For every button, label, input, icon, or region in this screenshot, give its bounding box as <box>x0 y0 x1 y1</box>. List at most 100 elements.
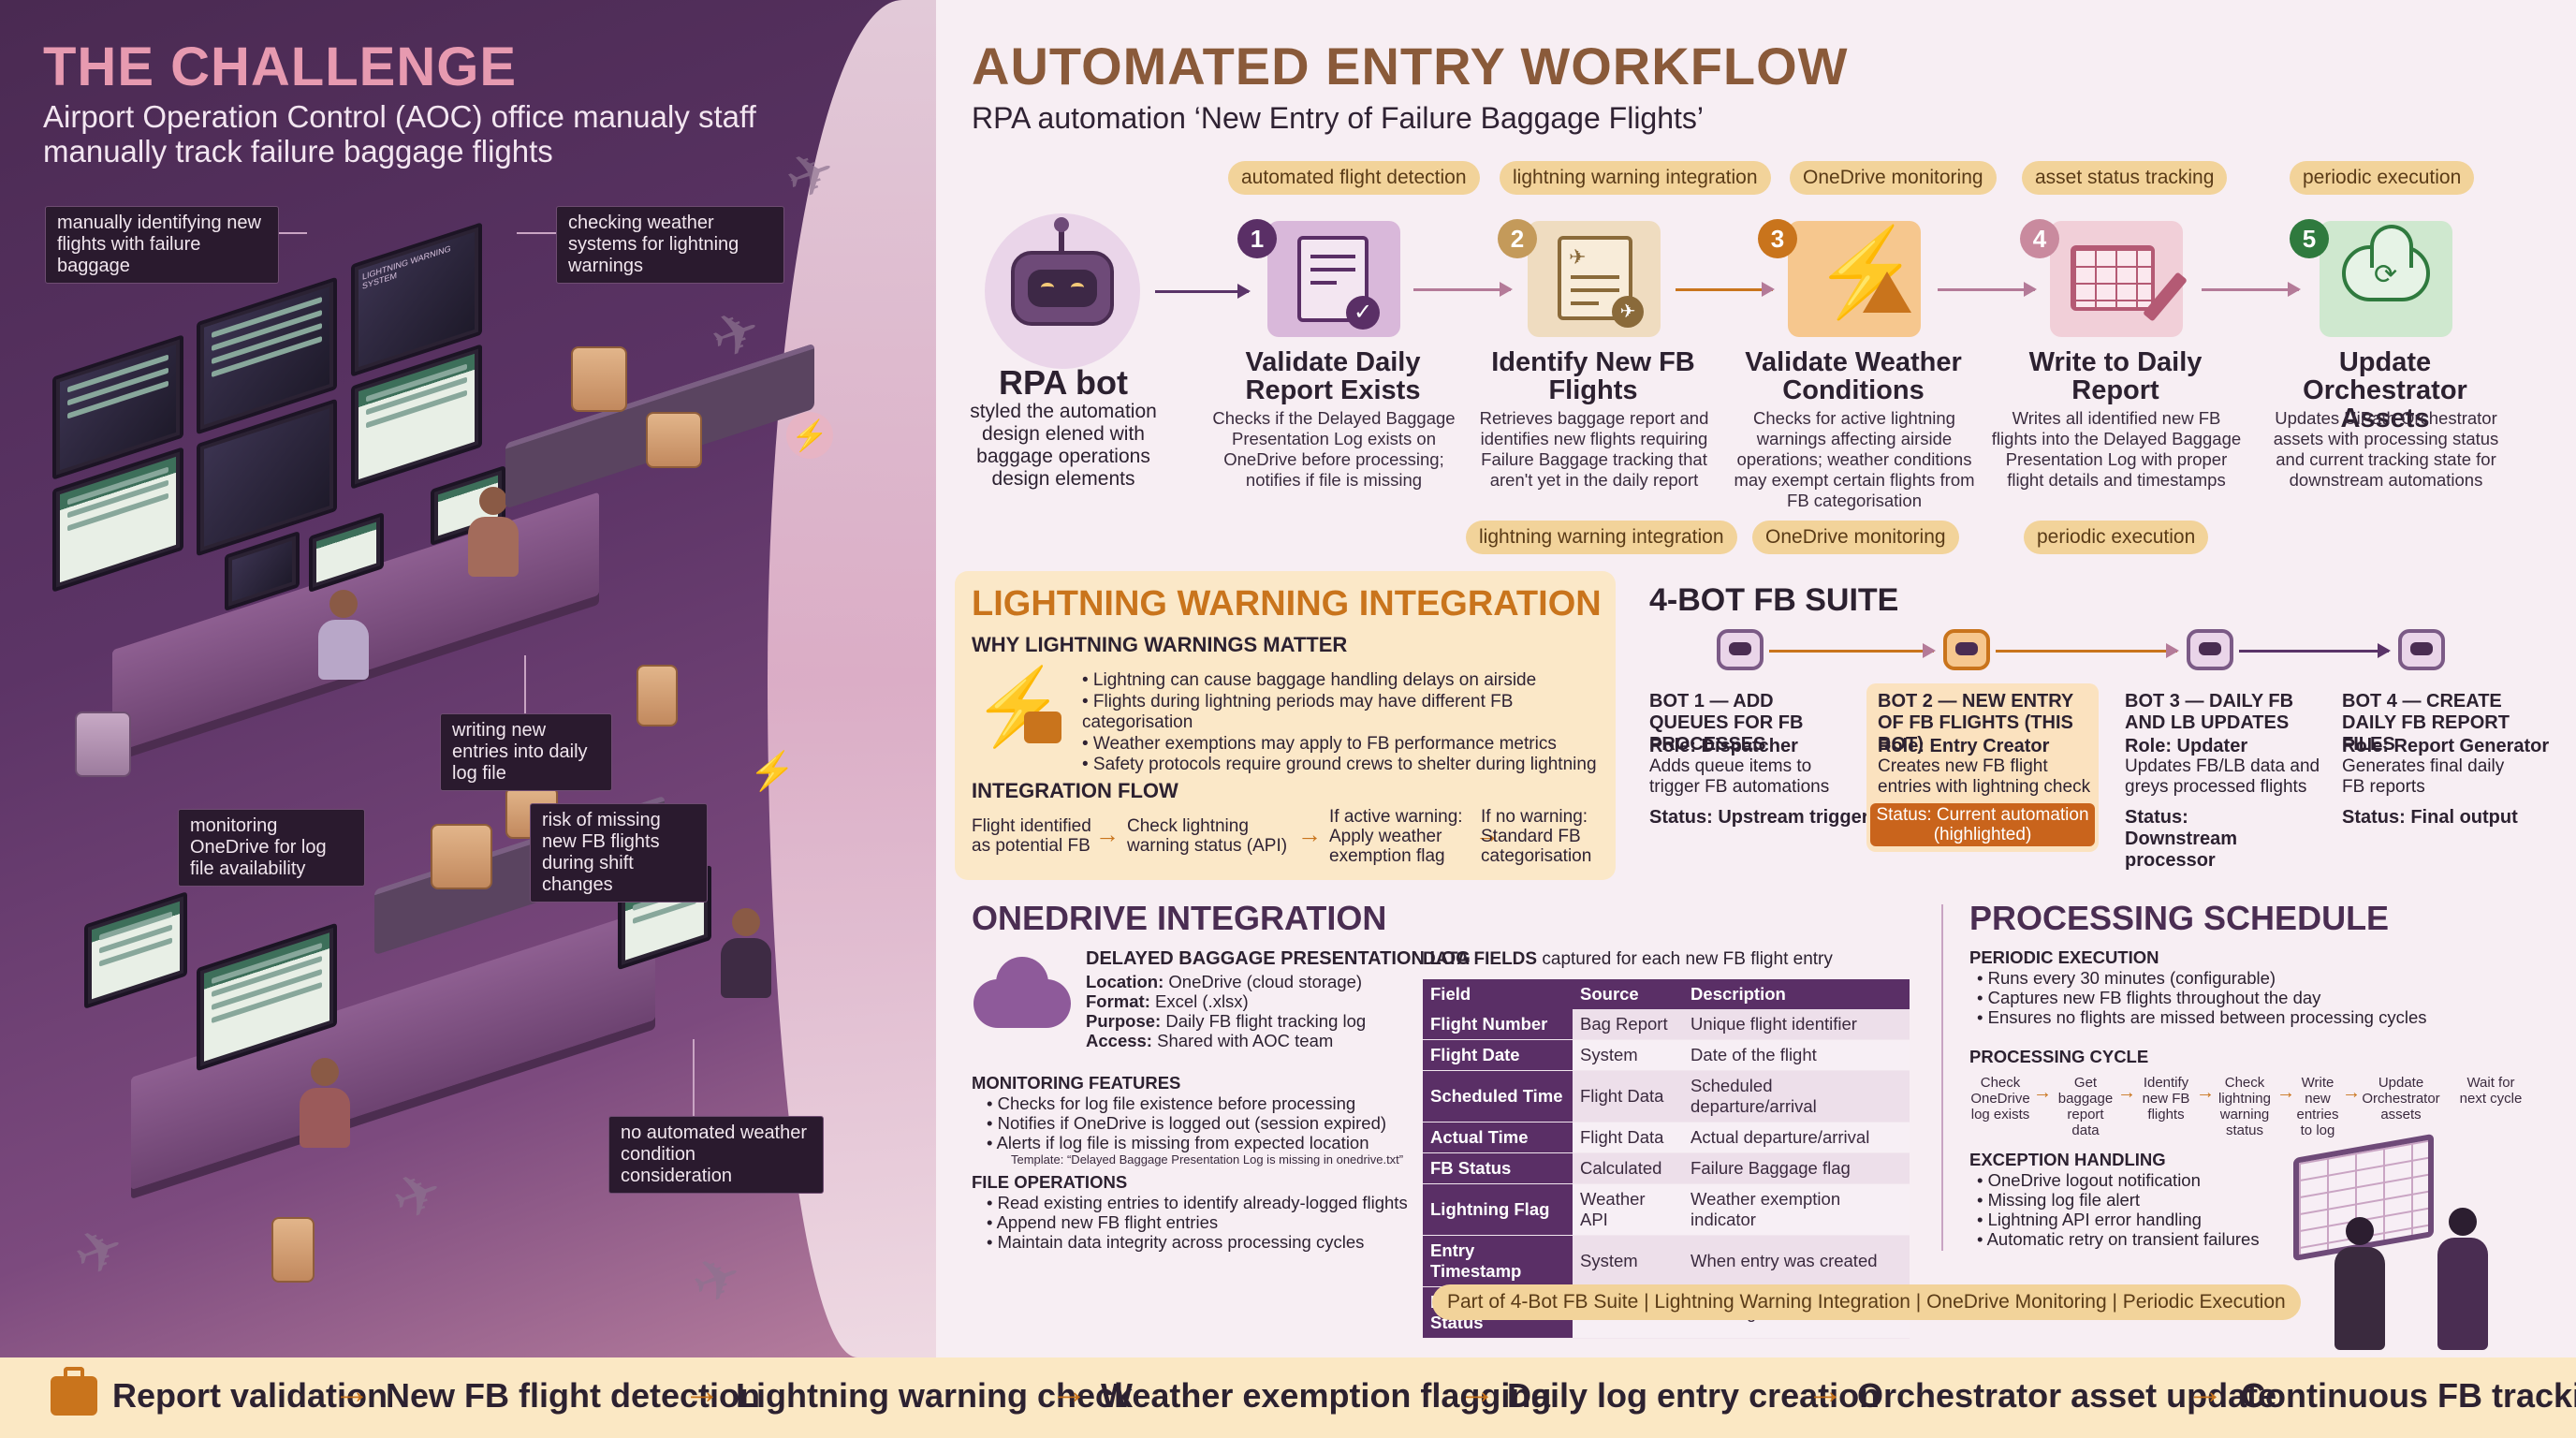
flow-step: Flight identified as potential FB <box>972 816 1091 856</box>
step3-title: Validate Weather Conditions <box>1745 347 1962 405</box>
file-op-item: • Append new FB flight entries <box>987 1212 1219 1232</box>
periodic-list: • Runs every 30 minutes (configurable) •… <box>1977 968 2539 1027</box>
bot2-icon <box>1943 629 1990 670</box>
periodic-title: PERIODIC EXECUTION <box>1969 947 2159 967</box>
step4-number: 4 <box>2020 219 2059 258</box>
challenge-title: THE CHALLENGE <box>43 37 517 97</box>
bot1-name: BOT 1 — ADD QUEUES FOR FB PROCESSES <box>1649 691 1804 755</box>
cycle-title: PROCESSING CYCLE <box>1969 1047 2149 1066</box>
source-cell: Calculated <box>1573 1152 1684 1184</box>
bot4-status: Status: Final output <box>2342 807 2518 828</box>
bot4-name: BOT 4 — CREATE DAILY FB REPORT FILES <box>2342 691 2510 755</box>
callout-writing-entries: writing new entries into daily log file <box>440 713 612 791</box>
callout-manual-identify: manually identifying new flights with fa… <box>45 206 279 284</box>
flow-arrow <box>1938 282 2037 297</box>
field-cell: Flight Date <box>1423 1039 1573 1071</box>
step3-number: 3 <box>1758 219 1797 258</box>
description-cell: Unique flight identifier <box>1683 1009 1910 1040</box>
cycle-step: Update Orchestrator assets <box>2362 1075 2440 1123</box>
operator-person <box>721 908 771 998</box>
log-key: Purpose: <box>1086 1011 1162 1031</box>
strip-arrow: → <box>1050 1371 1088 1412</box>
log-value: OneDrive (cloud storage) <box>1164 972 1363 991</box>
strip-item: New FB flight detection <box>386 1376 760 1415</box>
step2-number: 2 <box>1498 219 1537 258</box>
cycle-step: Identify new FB flights <box>2142 1075 2190 1123</box>
bot2-status-badge: Status: Current automation (highlighted) <box>1870 803 2095 846</box>
step2-title: Identify New FB Flights <box>1491 347 1695 405</box>
cycle-arrow: → <box>2196 1082 2215 1103</box>
strip-arrow: → <box>2187 1371 2224 1412</box>
why-item: • Lightning can cause baggage handling d… <box>1082 670 1537 690</box>
luggage-icon <box>637 665 678 726</box>
file-op-item: • Read existing entries to identify alre… <box>987 1193 1408 1212</box>
why-title: WHY LIGHTNING WARNINGS MATTER <box>972 633 1348 656</box>
flow-arrow: → <box>1095 820 1120 848</box>
field-cell: Actual Time <box>1423 1122 1573 1153</box>
cycle-step: Check lightning warning status <box>2218 1075 2271 1138</box>
file-ops-title: FILE OPERATIONS <box>972 1172 1128 1192</box>
cycle-arrow: → <box>2276 1082 2295 1103</box>
bot2-desc: Creates new FB flight entries with light… <box>1878 756 2091 797</box>
lightning-icon: ⚡ <box>786 412 833 459</box>
table-header: Source <box>1573 979 1684 1009</box>
why-list: • Lightning can cause baggage handling d… <box>1082 670 1616 776</box>
lightning-integration-panel: LIGHTNING WARNING INTEGRATION WHY LIGHTN… <box>955 571 1616 880</box>
strip-item: Lightning warning check <box>736 1376 1134 1415</box>
bot2-name: BOT 2 — NEW ENTRY OF FB FLIGHTS (THIS BO… <box>1878 691 2073 755</box>
callout-no-weather: no automated weather condition considera… <box>608 1116 824 1194</box>
periodic-item: • Runs every 30 minutes (configurable) <box>1977 968 2276 988</box>
description-cell: Weather exemption indicator <box>1683 1183 1910 1236</box>
flow-arrow <box>2202 282 2301 297</box>
description-cell: Date of the flight <box>1683 1039 1910 1071</box>
tag-lightning: lightning warning integration <box>1500 161 1771 195</box>
flow-step: If active warning: Apply weather exempti… <box>1329 807 1463 866</box>
periodic-item: • Captures new FB flights throughout the… <box>1977 988 2321 1007</box>
log-key: Location: <box>1086 972 1164 991</box>
luggage-icon <box>571 346 627 412</box>
tag-asset-tracking: asset status tracking <box>2022 161 2228 195</box>
suite-footer-tag: Part of 4-Bot FB Suite | Lightning Warni… <box>1432 1284 2301 1320</box>
suite-arrow <box>2239 643 2391 658</box>
source-cell: Flight Data <box>1573 1122 1684 1153</box>
field-cell: FB Status <box>1423 1152 1573 1184</box>
description-cell: Failure Baggage flag <box>1683 1152 1910 1184</box>
fields-title: DATA FIELDS <box>1423 949 1538 969</box>
exception-item: • Automatic retry on transient failures <box>1977 1229 2260 1249</box>
exception-title: EXCEPTION HANDLING <box>1969 1150 2166 1169</box>
periodic-item: • Ensures no flights are missed between … <box>1977 1007 2427 1027</box>
flow-step: If no warning: Standard FB categorisatio… <box>1481 807 1592 866</box>
log-details: Location: OneDrive (cloud storage) Forma… <box>1086 972 1366 1050</box>
bot3-desc: Updates FB/LB data and greys processed f… <box>2125 756 2320 797</box>
cycle-step: Write new entries to log <box>2296 1075 2339 1138</box>
operator-person <box>318 590 369 680</box>
callout-line <box>693 1039 695 1116</box>
luggage-icon <box>646 412 702 468</box>
bot2-card: BOT 2 — NEW ENTRY OF FB FLIGHTS (THIS BO… <box>1866 683 2099 852</box>
why-item: • Flights during lightning periods may h… <box>1082 691 1514 733</box>
callout-line <box>517 232 556 234</box>
bot3-status: Status: Downstream processor <box>2125 807 2238 871</box>
workflow-title: AUTOMATED ENTRY WORKFLOW <box>972 37 1849 95</box>
tag-onedrive: OneDrive monitoring <box>1790 161 1997 195</box>
file-op-item: • Maintain data integrity across process… <box>987 1232 1365 1252</box>
strip-arrow: → <box>333 1371 371 1412</box>
luggage-icon <box>75 712 131 777</box>
rpa-bot-desc: styled the automation design elened with… <box>970 401 1157 490</box>
operator-person <box>468 487 519 577</box>
fields-title-rest: captured for each new FB flight entry <box>1537 949 1833 969</box>
step2-desc: Retrieves baggage report and identifies … <box>1479 408 1709 490</box>
tag-periodic: periodic execution <box>2290 161 2475 195</box>
callout-line <box>524 655 526 713</box>
team-person <box>2437 1208 2488 1350</box>
source-cell: System <box>1573 1235 1684 1287</box>
luggage-icon <box>1024 712 1061 743</box>
bot1-role: Role: Dispatcher <box>1649 736 1798 756</box>
suite-arrow <box>1996 643 2179 658</box>
document-check-icon: ✓ <box>1297 236 1380 330</box>
exception-item: • Lightning API error handling <box>1977 1210 2202 1229</box>
